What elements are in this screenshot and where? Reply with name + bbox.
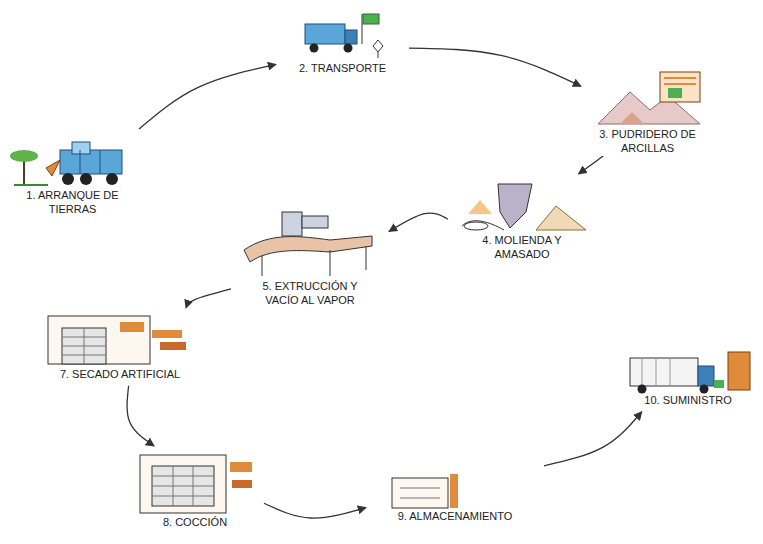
cycle-arrow <box>139 64 276 129</box>
process-step: 10. SUMINISTRO <box>618 348 758 408</box>
mill-illustration <box>462 184 586 230</box>
excavator-illustration <box>10 142 122 185</box>
step-label: 3. PUDRIDERO DE ARCILLAS <box>592 128 704 156</box>
step-label: 2. TRANSPORTE <box>297 62 388 76</box>
kiln-illustration <box>140 455 252 513</box>
clay-pile-illustration <box>598 72 700 124</box>
cycle-arrow <box>264 503 366 518</box>
step-label: 9. ALMACENAMIENTO <box>396 510 515 524</box>
process-step: 2. TRANSPORTE <box>280 8 405 76</box>
process-step: 9. ALMACENAMIENTO <box>370 468 540 524</box>
dryer-illustration <box>48 316 186 364</box>
delivery-truck-illustration <box>630 352 750 394</box>
cycle-arrow <box>127 386 154 446</box>
process-step: 4. MOLIENDA Y AMASADO <box>452 178 592 262</box>
cycle-arrow <box>578 154 604 174</box>
process-step: 1. ARRANQUE DE TIERRAS <box>10 133 135 217</box>
process-step: 8. COCCIÓN <box>130 450 260 530</box>
storage-illustration <box>392 474 458 508</box>
step-label: 7. SECADO ARTIFICIAL <box>58 368 182 382</box>
truck-illustration <box>305 14 383 58</box>
step-label: 5. EXTRUCCIÓN Y VACÍO AL VAPOR <box>258 280 362 308</box>
step-label: 10. SUMINISTRO <box>642 394 733 408</box>
process-step: 3. PUDRIDERO DE ARCILLAS <box>585 68 710 156</box>
step-label: 4. MOLIENDA Y AMASADO <box>466 234 578 262</box>
step-label: 8. COCCIÓN <box>161 516 229 530</box>
step-label: 1. ARRANQUE DE TIERRAS <box>17 189 129 217</box>
extruder-illustration <box>244 212 372 276</box>
cycle-arrow <box>389 213 448 231</box>
cycle-arrow <box>544 412 642 466</box>
cycle-arrow <box>409 48 581 86</box>
process-step: 5. EXTRUCCIÓN Y VACÍO AL VAPOR <box>235 208 385 308</box>
cycle-arrow <box>186 289 231 308</box>
process-step: 7. SECADO ARTIFICIAL <box>35 312 205 382</box>
